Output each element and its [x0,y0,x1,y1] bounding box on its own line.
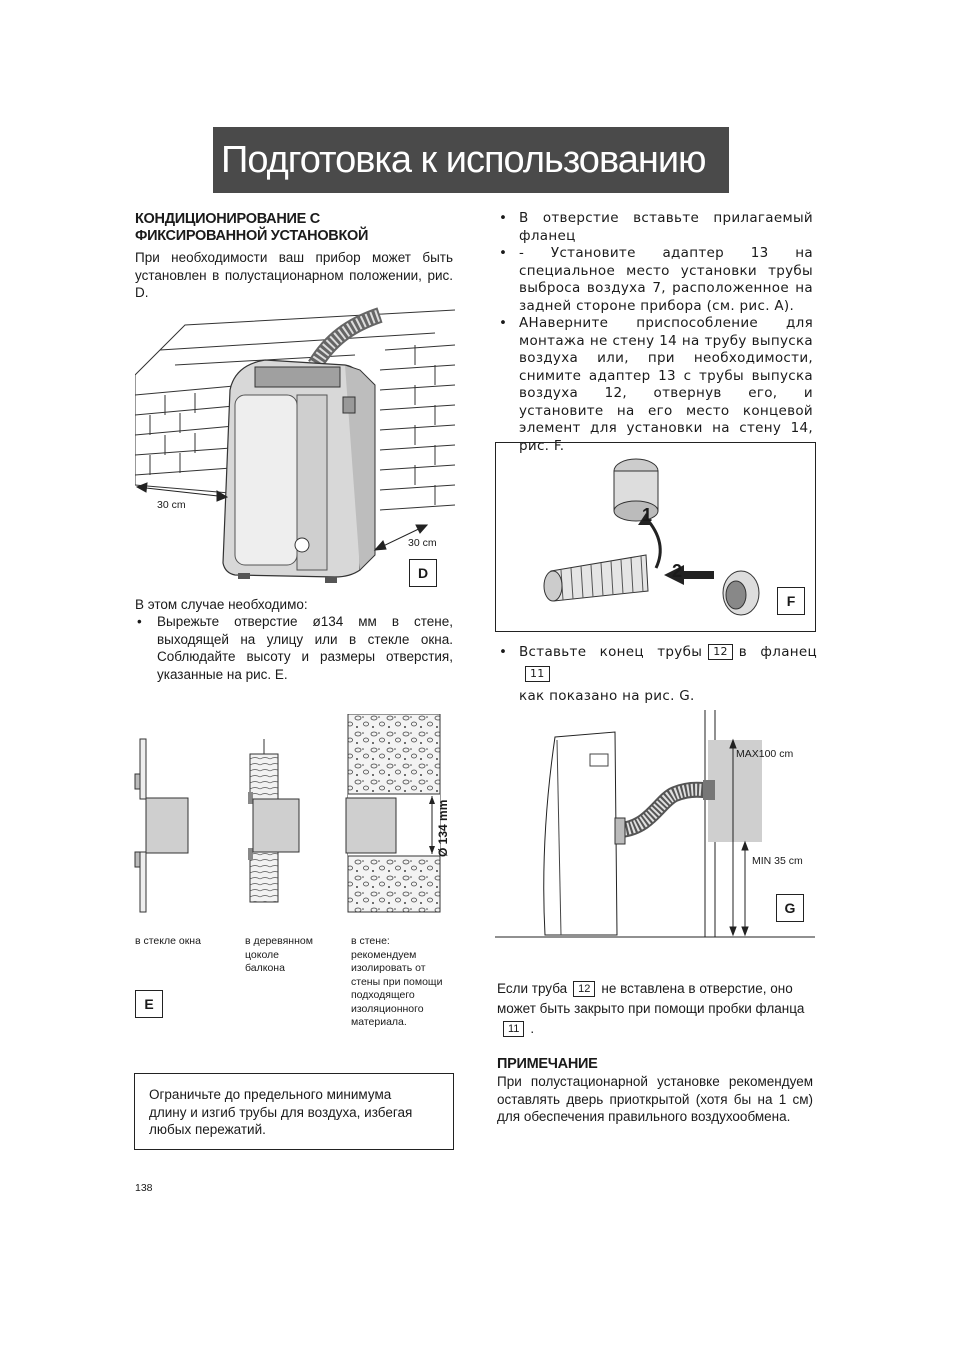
note-box: Ограничьте до предельного минимума длину… [134,1073,454,1150]
note-box-text: Ограничьте до предельного минимума длину… [149,1087,413,1137]
figure-label-g: G [776,894,804,922]
insert-bullet-list: Вставьте конец трубы 12 в фланец 11 как пок… [497,641,817,707]
if-pipe-text-a: Если труба [497,981,568,996]
hose-part [543,554,649,602]
page-title: Подготовка к использованию [213,127,729,193]
figure-f-illustration [543,458,760,616]
figure-label-e: E [135,990,163,1018]
right-bullet-list: В отверстие вставьте прилагаемый фланец … [497,210,813,455]
section-wood [248,739,300,903]
dimension-label-right: 30 cm [408,537,437,549]
section-glass [134,738,189,913]
left-bullet-list: Вырежьте отверстие ø134 мм в стене, выхо… [135,613,453,683]
figure-d-illustration [135,307,455,583]
bullet-wall-fitting: ΑНаверните приспособление для монтажа не… [497,315,813,455]
case-intro: В этом случае необходимо: [135,597,308,612]
step-2-number: 2 [672,561,683,581]
bullet-insert-pipe: Вставьте конец трубы 12 в фланец 11 как пок… [497,641,817,707]
figure-label-f: F [777,587,805,615]
section-heading-line-1: КОНДИЦИОНИРОВАНИЕ С [135,211,320,227]
ref-flange-11-b: 11 [503,1021,525,1037]
ac-unit [222,359,376,583]
bullet-install-adapter: - Установите адаптер 13 на специальное м… [497,245,813,315]
ref-pipe-12-b: 12 [573,981,596,997]
page-number: 138 [135,1182,153,1194]
figure-label-d: D [409,559,437,587]
intro-paragraph: При необходимости ваш прибор может быть … [135,250,453,300]
if-pipe-text-c: . [530,1021,535,1036]
step-1-number: 1 [642,505,653,525]
section-heading-line-2: ФИКСИРОВАННОЙ УСТАНОВКОЙ [135,228,369,244]
caption-wall: в стене: рекомендуем изолировать от стен… [351,935,443,1028]
ref-pipe-12: 12 [708,644,733,660]
caption-wood: в деревянном цоколе балкона [245,935,313,974]
figure-g-illustration [495,710,815,938]
bullet-cut-hole: Вырежьте отверстие ø134 мм в стене, выхо… [135,613,453,683]
bullet-insert-flange: В отверстие вставьте прилагаемый фланец [497,210,813,245]
dimension-label-left: 30 cm [157,499,186,511]
section-wall [345,714,441,913]
note-text: При полустационарной установке рекоменду… [497,1074,813,1124]
ref-flange-11: 11 [525,666,550,682]
if-pipe-text-b: не вставлена в отверстие, оно может быть… [497,981,805,1016]
brick-wall [135,309,455,511]
figure-e-illustration [134,714,441,913]
insert-text-b: в фланец [738,644,817,660]
caption-glass: в стекле окна [135,935,201,947]
diameter-label: Ø 134 mm [436,799,450,857]
section-heading: КОНДИЦИОНИРОВАНИЕ С ФИКСИРОВАННОЙ УСТАНО… [135,211,455,245]
min-height-label: MIN 35 cm [752,855,803,867]
note-heading: ПРИМЕЧАНИЕ [497,1056,598,1072]
figure-f-frame: 1 2 F [495,442,816,632]
insert-text-c: как показано на рис. G. [519,688,695,704]
end-fitting-part [722,570,760,616]
insert-text-a: Вставьте конец трубы [519,644,703,660]
max-height-label: MAX100 cm [736,748,794,760]
